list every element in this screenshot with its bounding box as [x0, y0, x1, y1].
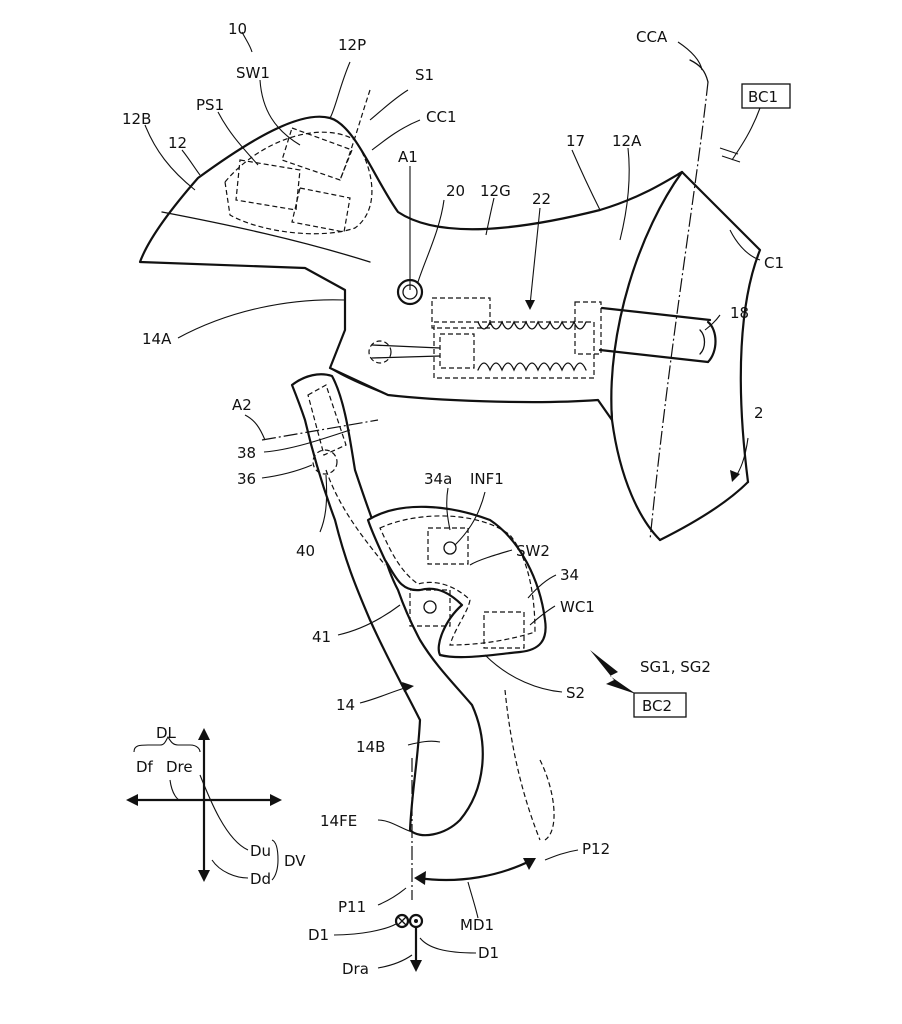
- operating-unit-34: [366, 505, 547, 659]
- label-22: 22: [532, 190, 551, 208]
- label-cca: CCA: [636, 28, 668, 46]
- label-inf1: INF1: [470, 470, 504, 488]
- label-cc1: CC1: [426, 108, 457, 126]
- label-c1: C1: [764, 254, 784, 272]
- label-dra: Dra: [342, 960, 369, 978]
- label-bc1: BC1: [748, 88, 778, 106]
- label-40: 40: [296, 542, 315, 560]
- label-d1-right: D1: [478, 944, 499, 962]
- label-sw2: SW2: [516, 542, 550, 560]
- label-s2: S2: [566, 684, 585, 702]
- label-12p: 12P: [338, 36, 366, 54]
- label-14b: 14B: [356, 738, 385, 756]
- label-bc2: BC2: [642, 697, 672, 715]
- leader-lines: [144, 31, 761, 969]
- operating-member-14: [290, 373, 484, 837]
- tube-holder-18: [598, 306, 717, 364]
- label-s1: S1: [415, 66, 434, 84]
- label-14fe: 14FE: [320, 812, 357, 830]
- label-36: 36: [237, 470, 256, 488]
- label-p12: P12: [582, 840, 610, 858]
- centerlines: [261, 59, 741, 900]
- label-a1: A1: [398, 148, 418, 166]
- label-dre: Dre: [166, 758, 193, 776]
- label-41: 41: [312, 628, 331, 646]
- label-sg1-sg2: SG1, SG2: [640, 658, 711, 676]
- label-wc1: WC1: [560, 598, 595, 616]
- label-boxes: [633, 83, 791, 718]
- label-dl: DL: [156, 724, 177, 742]
- label-dv: DV: [284, 852, 306, 870]
- reference-labels: 10 12P SW1 S1 PS1 CC1 12B 12 CCA BC1 17 …: [122, 20, 784, 978]
- label-12: 12: [168, 134, 187, 152]
- spring-unit-22: [368, 297, 602, 379]
- label-14: 14: [336, 696, 355, 714]
- label-12a: 12A: [612, 132, 642, 150]
- label-sw1: SW1: [236, 64, 270, 82]
- label-dd: Dd: [250, 870, 271, 888]
- label-md1: MD1: [460, 916, 494, 934]
- label-du: Du: [250, 842, 271, 860]
- label-12b: 12B: [122, 110, 151, 128]
- label-10: 10: [228, 20, 247, 38]
- movement-lines: [504, 689, 555, 841]
- label-34a: 34a: [424, 470, 452, 488]
- upper-compartment-cc1: [224, 89, 373, 235]
- label-17: 17: [566, 132, 585, 150]
- movement-arrow-md1: [414, 858, 536, 885]
- label-df: Df: [136, 758, 154, 776]
- label-14a: 14A: [142, 330, 172, 348]
- label-18: 18: [730, 304, 749, 322]
- label-d1-left: D1: [308, 926, 329, 944]
- base-member-12: [138, 115, 684, 422]
- label-12g: 12G: [480, 182, 511, 200]
- label-ps1: PS1: [196, 96, 224, 114]
- label-38: 38: [237, 444, 256, 462]
- label-34: 34: [560, 566, 579, 584]
- label-20: 20: [446, 182, 465, 200]
- signal-symbol: [590, 650, 636, 694]
- d1-markers: [394, 913, 424, 972]
- direction-cross: [126, 728, 282, 882]
- label-a2: A2: [232, 396, 252, 414]
- label-p11: P11: [338, 898, 366, 916]
- label-2: 2: [754, 404, 764, 422]
